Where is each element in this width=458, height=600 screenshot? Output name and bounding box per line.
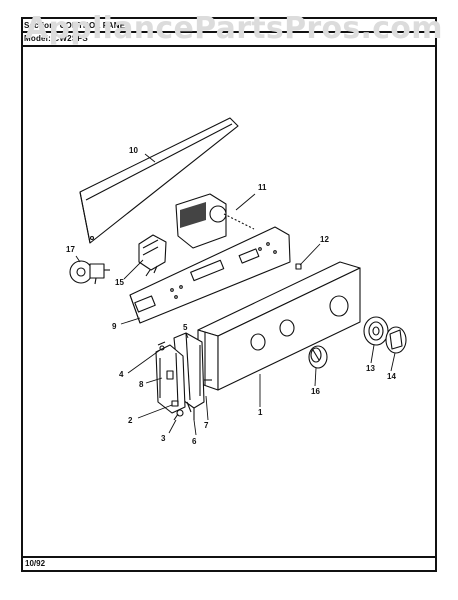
callout-7: 7 [204,421,209,430]
callout-4: 4 [119,370,124,379]
callout-3: 3 [161,434,166,443]
footer-divider [21,556,437,558]
callout-10: 10 [129,146,138,155]
model-title: Model: CW2SFS [24,34,88,43]
header-divider [21,31,437,33]
callout-13: 13 [366,364,375,373]
timer-knob-shape [385,326,407,354]
callout-12: 12 [320,235,329,244]
screws-shape [157,341,192,421]
clip-shape [295,263,302,270]
callout-5: 5 [183,323,188,332]
callout-14: 14 [387,372,396,381]
switch-shape [138,234,167,277]
callout-16: 16 [311,387,320,396]
callout-2: 2 [128,416,133,425]
callout-11: 11 [258,183,267,192]
revision-date: 10/92 [25,559,46,568]
leader-lines [75,153,396,436]
timer-shape [175,193,255,249]
header-divider [21,45,437,47]
knob-shape [308,345,328,369]
callout-8: 8 [139,380,144,389]
dial-skirt-shape [363,316,389,346]
callout-9: 9 [112,322,117,331]
rear-panel-shape [79,117,239,244]
callout-17: 17 [66,245,75,254]
motor-shape [69,260,110,285]
bracket-shape [155,344,186,414]
callout-1: 1 [258,408,263,417]
section-title: Section: CONTROL PANEL [24,21,131,30]
callout-15: 15 [115,278,124,287]
callout-6: 6 [192,437,197,446]
diagram-frame [21,17,437,572]
